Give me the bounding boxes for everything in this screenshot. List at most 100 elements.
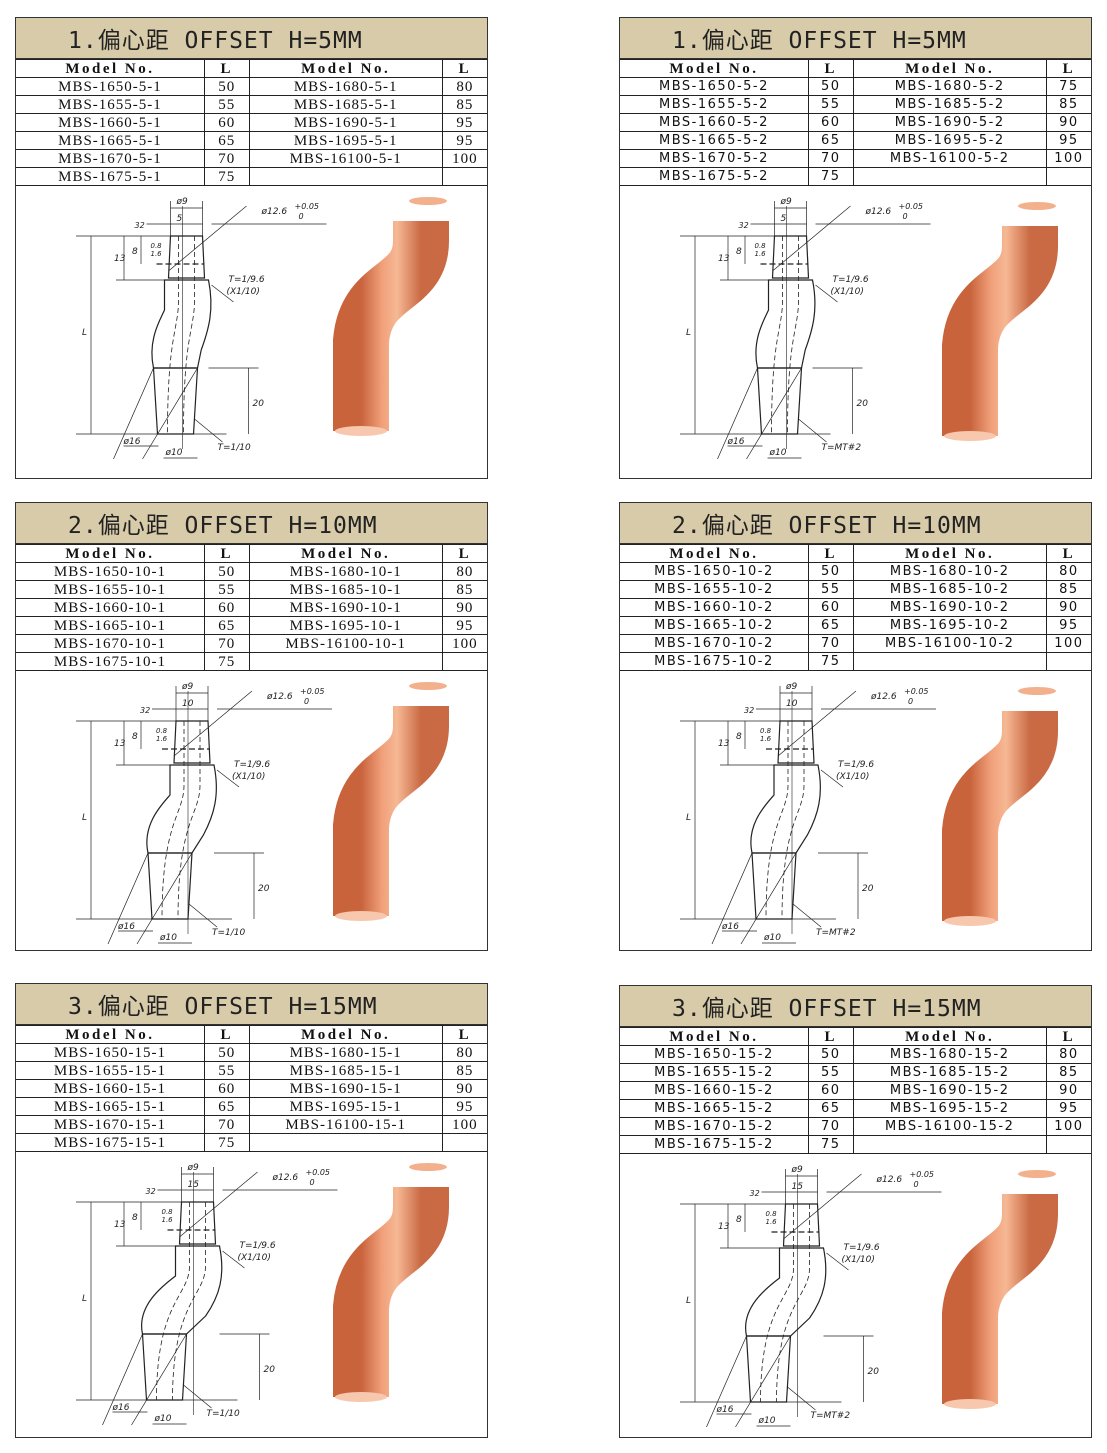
model-cell: MBS-1685-5-1 [248, 95, 443, 114]
model-cell: MBS-1655-15-1 [16, 1061, 205, 1080]
tip-taper [173, 720, 211, 764]
model-cell: MBS-1670-5-1 [16, 149, 205, 168]
dim-taper-top: T=1/9.6 [229, 275, 265, 285]
dim-tolerance-lower: 0 [304, 697, 309, 706]
copper-elbow-photo [942, 1170, 1058, 1409]
length-cell: 55 [203, 95, 250, 114]
length-header: L [203, 544, 250, 563]
model-cell: MBS-1660-10-2 [620, 598, 809, 617]
model-cell: MBS-1695-10-1 [248, 616, 443, 635]
model-cell: MBS-1650-5-1 [16, 77, 205, 96]
dim-tolerance-lower: 0 [908, 697, 913, 706]
length-cell: 50 [807, 1045, 854, 1064]
schematic [76, 201, 327, 460]
model-cell [852, 167, 1047, 186]
dim-tolerance-upper: +0.05 [910, 1170, 935, 1179]
dim-tip-diameter: ø9 [785, 682, 798, 692]
model-cell: MBS-1660-5-1 [16, 113, 205, 132]
model-cell: MBS-1675-10-1 [16, 652, 205, 671]
dim-height-20: 20 [258, 884, 270, 894]
dim-offset: 5 [177, 214, 183, 224]
dimension-lines [76, 1167, 338, 1426]
panel-title: 2.偏心距 OFFSET H=10MM [620, 503, 1091, 544]
model-cell: MBS-1690-15-2 [852, 1081, 1047, 1100]
dim-length: L [686, 813, 691, 823]
model-cell: MBS-1675-15-2 [620, 1135, 809, 1154]
model-cell: MBS-1660-15-1 [16, 1079, 205, 1098]
dim-base-diameter: ø16 [117, 922, 135, 932]
dim-tolerance-lower: 0 [299, 212, 304, 221]
copper-elbow-photo [333, 197, 449, 436]
model-cell: MBS-1650-10-1 [16, 562, 205, 581]
length-cell: 100 [441, 149, 487, 168]
dim-offset: 10 [182, 699, 194, 709]
model-cell: MBS-1665-5-2 [620, 131, 809, 150]
dim-taper-bottom: T=1/10 [212, 928, 246, 938]
model-cell: MBS-1690-10-2 [852, 598, 1047, 617]
length-cell [1045, 652, 1091, 671]
model-cell: MBS-1695-15-2 [852, 1099, 1047, 1118]
model-cell: MBS-1675-5-2 [620, 167, 809, 186]
length-cell: 70 [807, 1117, 854, 1136]
length-header: L [441, 1025, 487, 1044]
model-cell: MBS-1650-10-2 [620, 562, 809, 581]
dim-angle: 32 [140, 706, 150, 715]
dim-taper-top-alt: (X1/10) [831, 287, 864, 297]
length-cell: 50 [807, 562, 854, 581]
length-header: L [441, 544, 487, 563]
tip-taper [782, 1203, 821, 1247]
dim-tolerance-lower: 0 [310, 1178, 315, 1187]
dim-bore-diameter: ø10 [159, 933, 177, 943]
dim-taper-diameter: ø12.6 [870, 692, 897, 702]
model-cell: MBS-1665-10-1 [16, 616, 205, 635]
model-cell [852, 652, 1047, 671]
length-cell: 75 [1045, 77, 1091, 96]
model-cell: MBS-1650-15-1 [16, 1043, 205, 1062]
roughness-top: 1.6 [766, 1218, 778, 1226]
dim-angle: 32 [739, 221, 749, 230]
dim-tolerance-upper: +0.05 [306, 1168, 331, 1177]
length-cell: 65 [807, 1099, 854, 1118]
length-cell: 55 [203, 580, 250, 599]
dim-taper-diameter: ø12.6 [272, 1173, 299, 1183]
model-cell: MBS-16100-15-1 [248, 1115, 443, 1134]
model-cell: MBS-1690-10-1 [248, 598, 443, 617]
model-cell: MBS-1680-10-2 [852, 562, 1047, 581]
model-cell: MBS-1690-5-1 [248, 113, 443, 132]
length-cell: 80 [1045, 562, 1091, 581]
model-cell: MBS-1650-5-2 [620, 77, 809, 96]
model-cell: MBS-1685-15-2 [852, 1063, 1047, 1082]
dim-bore-diameter: ø10 [763, 933, 781, 943]
dim-bore-diameter: ø10 [154, 1414, 172, 1424]
length-cell: 60 [807, 598, 854, 617]
model-cell: MBS-1660-5-2 [620, 113, 809, 132]
length-cell: 80 [1045, 1045, 1091, 1064]
tip-taper [167, 235, 206, 279]
model-cell: MBS-1670-10-1 [16, 634, 205, 653]
dim-offset: 15 [792, 1182, 804, 1192]
schematic [680, 201, 931, 460]
dim-height-8: 8 [736, 732, 742, 742]
copper-elbow-photo [333, 682, 449, 921]
copper-elbow-photo [333, 1163, 449, 1402]
